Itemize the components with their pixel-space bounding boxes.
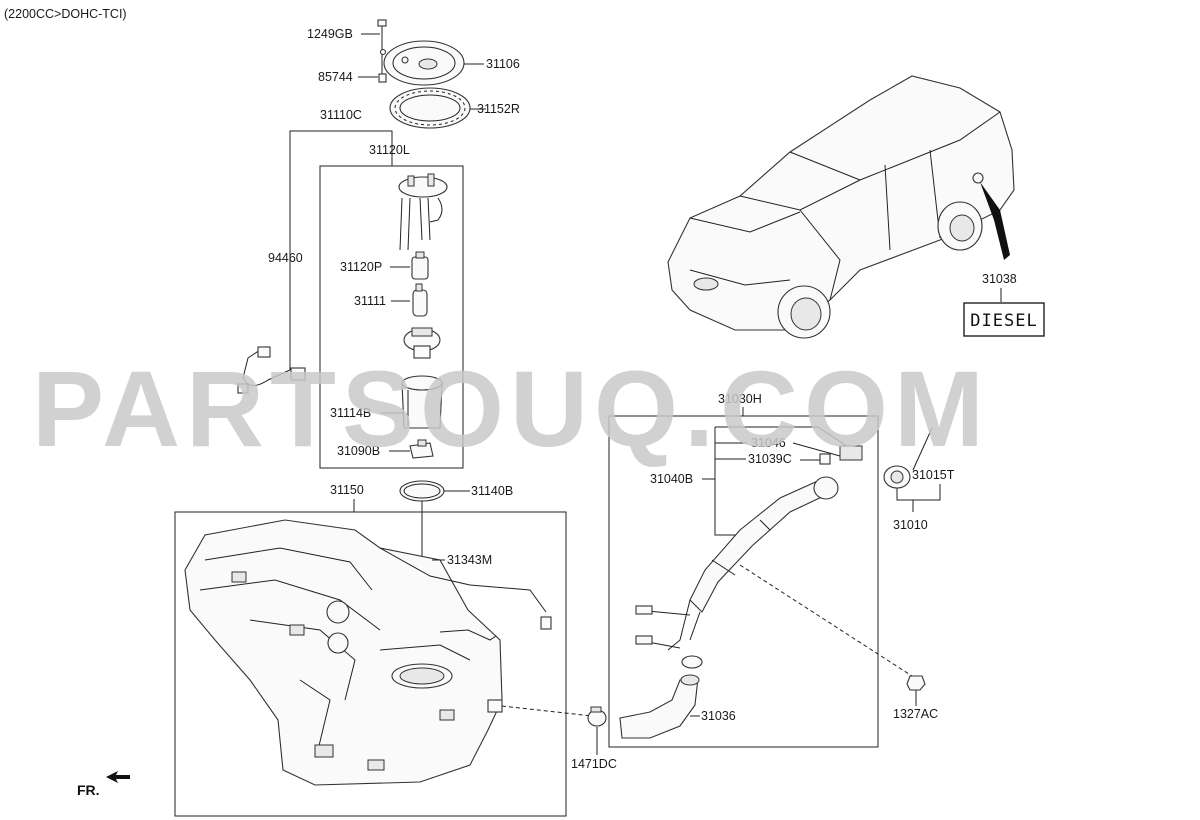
pump-module-group-frame [319, 165, 464, 469]
callout-31106[interactable]: 31106 [486, 57, 520, 71]
breather-hose-part[interactable] [635, 605, 703, 669]
fuel-door-pointer-icon [980, 182, 1010, 260]
lock-ring-31152r-part[interactable] [389, 87, 471, 129]
callout-31152r[interactable]: 31152R [477, 102, 520, 116]
fuel-cap-31010-part[interactable] [883, 465, 911, 489]
callout-31120p[interactable]: 31120P [340, 260, 382, 274]
callout-31111[interactable]: 31111 [354, 294, 386, 308]
nut-1327ac-part[interactable] [906, 675, 926, 691]
reservoir-31114b-part[interactable] [401, 375, 443, 429]
vehicle-illustration [667, 75, 1015, 339]
callout-1249gb[interactable]: 1249GB [307, 27, 353, 41]
callout-31030h[interactable]: 31030H [718, 392, 762, 406]
callout-31150[interactable]: 31150 [330, 483, 364, 497]
diesel-label-text: DIESEL [970, 311, 1037, 331]
gasket-31140b-part[interactable] [399, 480, 445, 502]
callout-31110c[interactable]: 31110C [320, 108, 362, 122]
callout-31015t[interactable]: 31015T [912, 468, 955, 482]
bolt-1249gb-part[interactable] [377, 19, 387, 83]
callout-94460[interactable]: 94460 [268, 251, 303, 265]
callout-31343m[interactable]: 31343M [447, 553, 492, 567]
pump-holder-part[interactable] [403, 327, 441, 359]
callout-31036[interactable]: 31036 [701, 709, 736, 723]
fuel-tank-group-frame [174, 511, 567, 817]
cover-plate-31106-part[interactable] [383, 40, 465, 86]
filler-hose-31036-part[interactable] [619, 674, 700, 739]
vent-line-31343m-part[interactable] [379, 547, 552, 630]
callout-31038[interactable]: 31038 [982, 272, 1017, 286]
callout-31039c[interactable]: 31039C [748, 452, 792, 466]
sender-31090b-part[interactable] [409, 439, 434, 459]
callout-31090b[interactable]: 31090B [337, 444, 380, 458]
front-direction-label: FR. [77, 782, 100, 798]
front-arrow-icon [106, 771, 130, 783]
clamp-1471dc-part[interactable] [587, 706, 607, 727]
watermark-text: PARTSOUQ.COM [32, 348, 990, 469]
pump-flange-part[interactable] [398, 173, 448, 251]
wiring-harness-94460-part[interactable] [237, 346, 306, 394]
callout-31120l[interactable]: 31120L [369, 143, 410, 157]
callout-31114b[interactable]: 31114B [330, 406, 371, 420]
callout-31010[interactable]: 31010 [893, 518, 928, 532]
fuel-tank-31150-part[interactable] [184, 519, 503, 786]
callout-85744[interactable]: 85744 [318, 70, 353, 84]
callout-31046[interactable]: 31046 [751, 436, 786, 450]
callout-31140b[interactable]: 31140B [471, 484, 513, 498]
callout-1327ac[interactable]: 1327AC [893, 707, 938, 721]
callout-31040b[interactable]: 31040B [650, 472, 693, 486]
filler-neck-group-frame [608, 415, 879, 748]
filler-neck-31040b-part[interactable] [667, 445, 863, 651]
callout-1471dc[interactable]: 1471DC [571, 757, 617, 771]
engine-spec-header: (2200CC>DOHC-TCI) [4, 7, 127, 21]
fuel-pump-31111-part[interactable] [412, 283, 428, 317]
diesel-label-box[interactable] [963, 302, 1045, 337]
filter-31120p-part[interactable] [411, 251, 429, 280]
